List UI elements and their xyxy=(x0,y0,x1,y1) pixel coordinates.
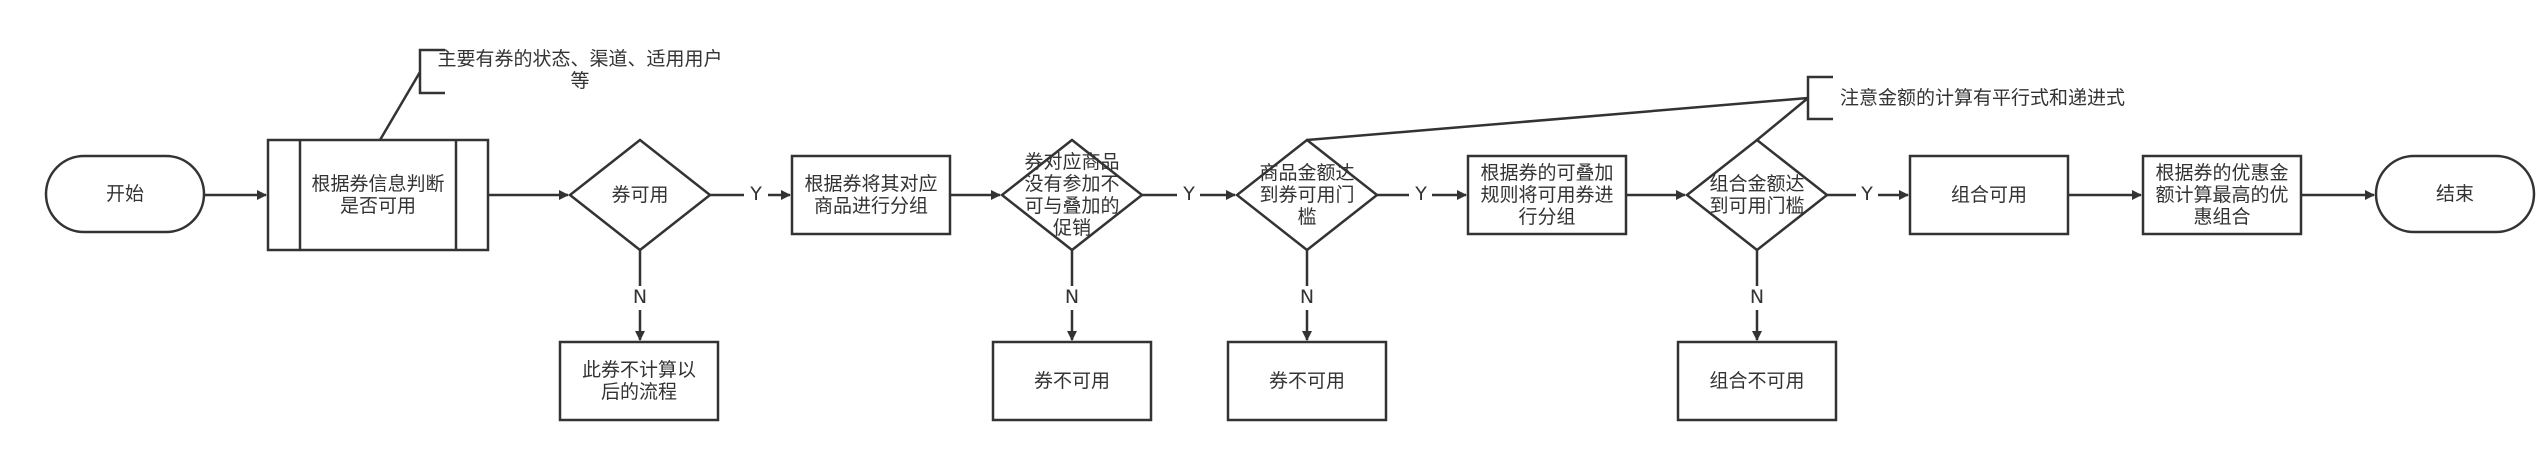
combo-usable-box xyxy=(1908,154,2070,236)
best-combo-box xyxy=(2141,154,2303,236)
judge-label: 根据券信息判断是否可用 xyxy=(311,173,445,217)
edge-label-y-1: Y xyxy=(750,183,762,205)
note-bracket-amount xyxy=(1806,75,1833,121)
group-by-product-label: 根据券将其对应商品进行分组 xyxy=(804,173,938,217)
edge-label-y-3: Y xyxy=(1415,183,1427,205)
note-status-text: 主要有券的状态、渠道、适用用户等 xyxy=(437,48,723,92)
best-combo-label: 根据券的优惠金额计算最高的优惠组合 xyxy=(2155,162,2289,228)
end-label: 结束 xyxy=(2435,183,2474,205)
edge-label-y-4: Y xyxy=(1861,183,1873,205)
no-calc-box xyxy=(558,340,720,422)
start-label: 开始 xyxy=(105,183,144,205)
edge-label-n-4: N xyxy=(1749,286,1765,308)
no-calc-label: 此券不计算以后的流程 xyxy=(581,359,696,403)
unusable-label-2: 券不可用 xyxy=(1268,370,1345,392)
coupon-usable-label: 券可用 xyxy=(611,184,669,206)
group-by-product-box xyxy=(790,154,952,236)
judge-process xyxy=(266,138,490,252)
combo-usable-label: 组合可用 xyxy=(1950,184,2027,206)
product-not-promo-label: 券对应商品没有参加不可与叠加的促销 xyxy=(1024,151,1120,239)
amount-reach-label: 商品金额达到券可用门槛 xyxy=(1259,162,1355,228)
end-terminator xyxy=(2374,154,2536,234)
unusable-box-2 xyxy=(1226,340,1388,422)
edge-label-n-3: N xyxy=(1299,286,1315,308)
edge-label-n-1: N xyxy=(632,286,648,308)
note-amount-text: 注意金额的计算有平行式和递进式 xyxy=(1840,87,2126,109)
group-by-rule-box xyxy=(1466,154,1628,236)
combo-unusable-box xyxy=(1676,340,1838,422)
unusable-box-1 xyxy=(991,340,1153,422)
unusable-label-1: 券不可用 xyxy=(1033,370,1110,392)
note-bracket-status xyxy=(418,48,445,95)
group-by-rule-label: 根据券的可叠加规则将可用券进行分组 xyxy=(1480,162,1614,228)
edge-label-y-2: Y xyxy=(1183,183,1195,205)
edge-label-n-2: N xyxy=(1064,286,1080,308)
combo-reach-label: 组合金额达到可用门槛 xyxy=(1709,173,1805,217)
combo-unusable-label: 组合不可用 xyxy=(1709,370,1805,392)
